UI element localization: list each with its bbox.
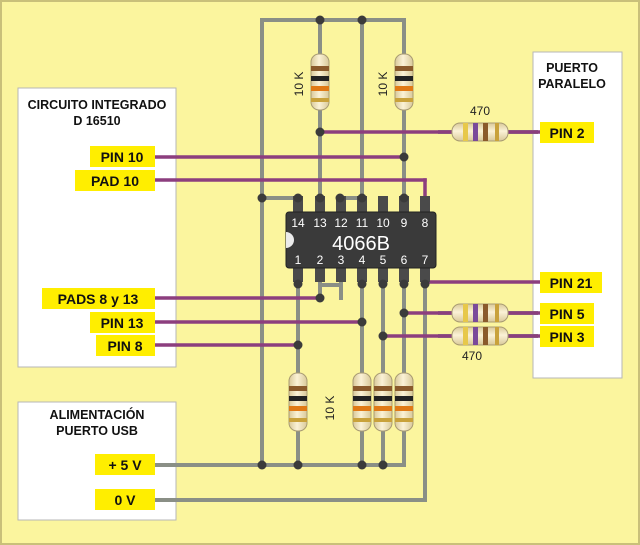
ic-label-pad10: PAD 10 [91,173,139,189]
ic-pin-labels: PIN 10 PAD 10 PADS 8 y 13 PIN 13 PIN 8 [42,146,155,356]
usb-label-0v: 0 V [114,492,136,508]
port-label-pin3: PIN 3 [549,329,584,345]
port-label-pin2: PIN 2 [549,125,584,141]
port-title-line1: PUERTO [546,61,598,75]
chip-pin-3: 3 [338,253,345,267]
usb-label-plus5v: + 5 V [108,457,142,473]
port-label-pin21: PIN 21 [550,275,593,291]
usb-title-line1: ALIMENTACIÓN [50,407,145,422]
chip-pin-7: 7 [422,253,429,267]
resistor-470-bottom-b [451,326,509,346]
label-10k-top-b: 10 K [376,72,390,97]
chip-bottom-pins [293,266,430,282]
resistor-10k-top-a [310,53,330,111]
resistor-470-bottom-a [451,303,509,323]
resistor-470-top [451,122,509,142]
junction-dots [257,15,430,470]
label-470-bottom: 470 [462,349,482,363]
label-10k-bottom: 10 K [323,396,337,421]
ic-label-pads-8-13: PADS 8 y 13 [58,291,139,307]
chip-pin-11: 11 [356,216,369,230]
chip-pin-14: 14 [291,216,305,230]
port-title-line2: PARALELO [538,77,606,91]
resistor-10k-bottom-2 [352,372,372,432]
ic-title-line2: D 16510 [73,114,120,128]
resistor-10k-top-b [394,53,414,111]
chip-pin-8: 8 [422,216,429,230]
purple-wires [153,130,547,347]
ic-label-pin8: PIN 8 [107,338,142,354]
chip-pin-12: 12 [334,216,348,230]
chip-notch [286,232,294,248]
chip-pin-10: 10 [376,216,390,230]
resistor-10k-bottom-1 [288,372,308,432]
chip-pin-13: 13 [313,216,327,230]
chip-pin-5: 5 [380,253,387,267]
chip-4066b: 4066B 14 13 12 11 10 9 8 1 2 3 4 5 6 7 [285,196,437,282]
port-label-pin5: PIN 5 [549,306,584,322]
chip-name: 4066B [332,233,390,255]
port-pin-labels: PIN 2 PIN 21 PIN 5 PIN 3 [540,122,602,347]
chip-pin-9: 9 [401,216,408,230]
usb-labels: + 5 V 0 V [95,454,155,510]
ic-label-pin13: PIN 13 [101,315,144,331]
ic-label-pin10: PIN 10 [101,149,144,165]
resistor-10k-bottom-4 [394,372,414,432]
chip-pin-1: 1 [295,253,302,267]
chip-pin-2: 2 [317,253,324,267]
usb-title-line2: PUERTO USB [56,424,138,438]
label-10k-top-a: 10 K [292,72,306,97]
label-470-top: 470 [470,104,490,118]
resistor-10k-bottom-3 [373,372,393,432]
chip-pin-6: 6 [401,253,408,267]
ic-title-line1: CIRCUITO INTEGRADO [28,98,167,112]
chip-pin-4: 4 [359,253,366,267]
chip-top-pins [293,196,430,212]
